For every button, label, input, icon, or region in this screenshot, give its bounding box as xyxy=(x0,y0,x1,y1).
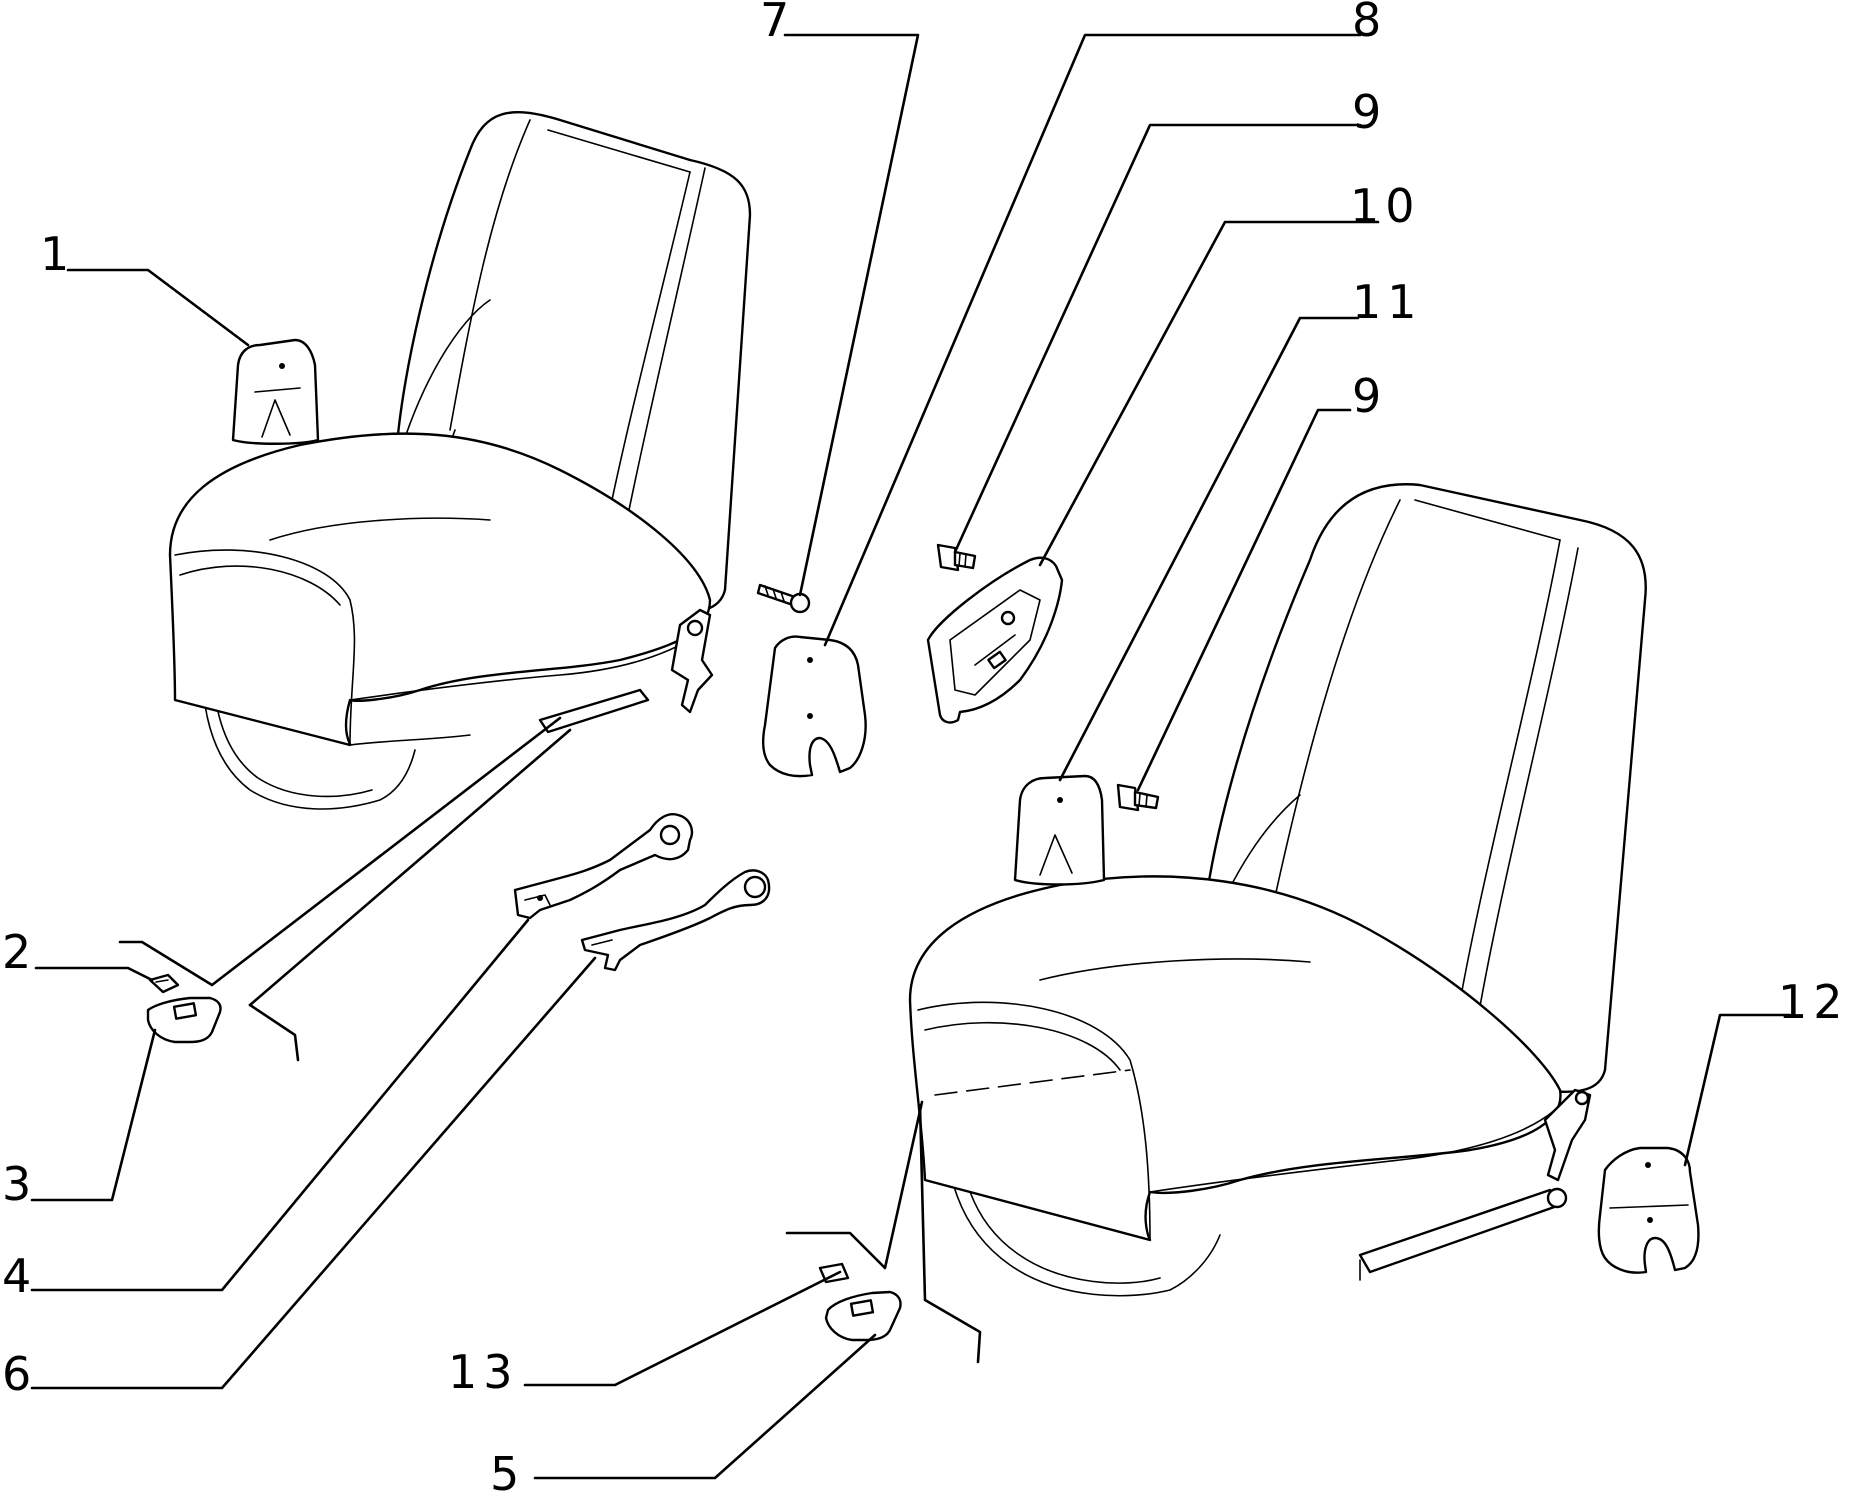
callout-4: 4 xyxy=(2,1249,37,1303)
callout-11: 11 xyxy=(1352,275,1423,329)
callout-10: 10 xyxy=(1350,179,1421,233)
lever-part-6 xyxy=(580,869,771,972)
callout-8: 8 xyxy=(1352,0,1387,47)
callout-9-upper: 9 xyxy=(1352,85,1387,139)
cover-plate-part-12 xyxy=(1597,1146,1700,1274)
callout-3: 3 xyxy=(2,1157,37,1211)
right-seat xyxy=(908,483,1647,1297)
knob-part-5 xyxy=(824,1290,902,1342)
callout-5: 5 xyxy=(490,1447,525,1494)
callout-1: 1 xyxy=(40,227,75,281)
clip-part-2 xyxy=(148,973,180,994)
bolt-part-9-lower xyxy=(1116,783,1160,812)
leader-lines xyxy=(30,33,1792,1480)
callout-6: 6 xyxy=(2,1347,37,1401)
screw-part-7 xyxy=(756,583,811,614)
left-seat xyxy=(168,111,752,810)
callout-7: 7 xyxy=(760,0,795,47)
knob-part-3 xyxy=(146,996,222,1044)
lever-part-4 xyxy=(513,813,694,920)
cover-plate-part-8 xyxy=(761,635,867,778)
callout-13: 13 xyxy=(448,1345,519,1399)
callout-2: 2 xyxy=(2,925,37,979)
callout-12: 12 xyxy=(1778,975,1849,1029)
bolt-part-9-upper xyxy=(936,543,977,572)
callout-9-lower: 9 xyxy=(1352,369,1387,423)
bracket-part-10 xyxy=(926,556,1064,724)
